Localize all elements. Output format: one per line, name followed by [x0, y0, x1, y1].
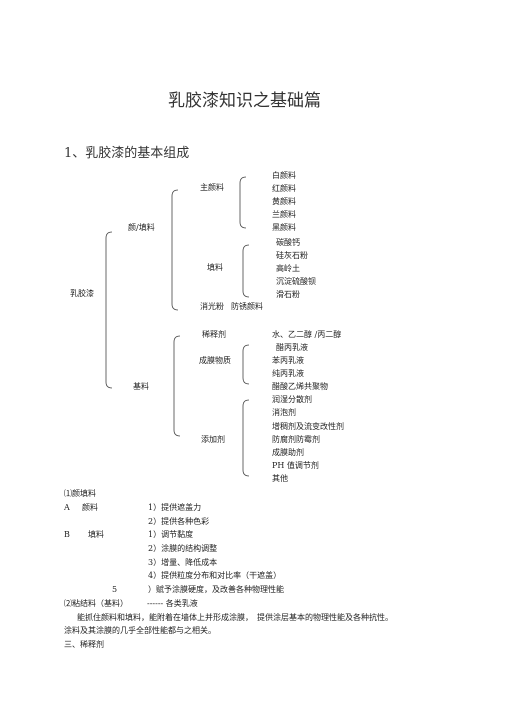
section-heading: 1、乳胶漆的基本组成	[64, 146, 190, 161]
main-pigment-item: 黑颜料	[272, 223, 296, 232]
main-pigment-item: 兰颜料	[272, 210, 296, 219]
diluent-item: 水、乙二醇 /丙二醇	[272, 330, 342, 339]
note-b-item: 2）涂膜的结构调整	[148, 544, 218, 553]
main-pigment-item: 白颜料	[272, 171, 296, 180]
binder-paragraph-line: 涂料及其涂膜的几乎全部性能都与之相关。	[64, 626, 216, 635]
additive-item: 润湿分散剂	[272, 395, 312, 404]
main-pigment-label: 主颜料	[200, 183, 224, 192]
film-former-item: 醋酸乙烯共聚物	[272, 382, 328, 391]
base-bracket	[173, 335, 181, 437]
filler-item: 高岭土	[276, 264, 300, 273]
pigment-filler-label: 颜/填料	[128, 223, 155, 232]
main-pigment-bracket	[239, 176, 247, 229]
diluent-label: 稀释剂	[202, 330, 226, 339]
main-pigment-item: 黄颜料	[272, 197, 296, 206]
note-c-text: ）赋予涂膜硬度，及改善各种物理性能	[148, 585, 284, 594]
filler-item: 滑石粉	[276, 290, 300, 299]
note-b-item: 4）提供粒度分布和对比率（干遮盖）	[148, 571, 282, 580]
filler-label: 填料	[207, 263, 223, 272]
note-b-item: 1）调节黏度	[148, 530, 194, 539]
additive-item: 其他	[272, 474, 288, 483]
note-c-number: 5	[112, 585, 118, 594]
root-bracket	[105, 231, 113, 389]
additive-label: 添加剂	[201, 435, 225, 444]
film-former-item: 纯丙乳液	[272, 369, 304, 378]
matting-label: 消光粉	[200, 302, 224, 311]
film-former-item: 苯丙乳液	[272, 356, 304, 365]
main-pigment-item: 红颜料	[272, 184, 296, 193]
note-pigment-filler-title: ⑴颜填料	[64, 489, 96, 498]
additive-item: 成膜助剂	[272, 448, 304, 457]
pigment-filler-bracket	[171, 189, 179, 311]
note-a-item: 2）提供各种色彩	[148, 517, 210, 526]
note-binder-title: ⑵粘结料（基料）	[64, 599, 128, 608]
note-b-label: 填料	[88, 530, 104, 539]
additive-item: 增稠剂及流变改性剂	[272, 422, 344, 431]
film-former-item: 醋丙乳液	[276, 343, 308, 352]
note-a-label: 颜料	[82, 503, 98, 512]
additive-item: 防腐剂防霉剂	[272, 435, 320, 444]
anti-rust-label: 防锈颜料	[231, 302, 263, 311]
base-label: 基料	[133, 382, 149, 391]
filler-item: 硅灰石粉	[276, 251, 308, 260]
film-former-bracket	[242, 344, 250, 385]
film-former-label: 成膜物质	[199, 356, 231, 365]
additive-bracket	[242, 399, 250, 477]
section-diluent-title: 三、稀释剂	[64, 640, 104, 649]
additive-item: PH 值调节剂	[272, 461, 319, 470]
note-b-item: 3）增量、降低成本	[148, 558, 218, 567]
filler-bracket	[242, 244, 250, 298]
note-b-letter: B	[64, 530, 70, 539]
page-title: 乳胶漆知识之基础篇	[168, 91, 321, 111]
filler-item: 碳酸钙	[276, 238, 300, 247]
note-a-item: 1）提供遮盖力	[148, 503, 202, 512]
note-binder-emulsions: ------ 各类乳液	[147, 599, 198, 608]
tree-root: 乳胶漆	[70, 289, 94, 298]
filler-item: 沉淀硫酸钡	[276, 277, 316, 286]
additive-item: 消泡剂	[272, 408, 296, 417]
binder-paragraph-line: 能抓住颜料和填料，能附着在墙体上并形成涂膜， 提供涂层基本的物理性能及各种抗性。	[77, 613, 393, 622]
note-a-letter: A	[64, 503, 70, 512]
